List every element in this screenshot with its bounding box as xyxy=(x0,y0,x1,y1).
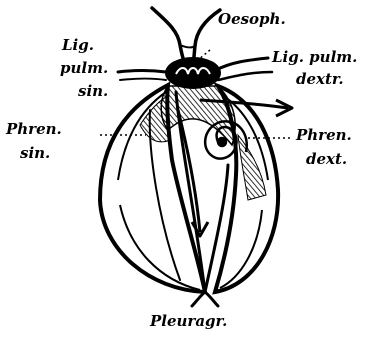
label-lig-pulm-sin-2: pulm. xyxy=(60,59,108,77)
label-pleuragr: Pleuragr. xyxy=(149,312,227,330)
label-lig-pulm-sin-3: sin. xyxy=(78,82,108,100)
label-lig-pulm-dextr-2: dextr. xyxy=(296,70,344,88)
label-phren-dext-2: dext. xyxy=(306,150,347,168)
esophagus-structure xyxy=(152,8,220,64)
label-lig-pulm-dextr-1: Lig. pulm. xyxy=(271,48,357,66)
label-oesoph: Oesoph. xyxy=(218,10,286,28)
esophagus-oval xyxy=(165,57,221,89)
label-phren-sin-1: Phren. xyxy=(5,120,62,138)
label-lig-pulm-sin-1: Lig. xyxy=(61,36,94,54)
label-phren-sin-2: sin. xyxy=(20,144,50,162)
label-phren-dext-1: Phren. xyxy=(295,126,352,144)
